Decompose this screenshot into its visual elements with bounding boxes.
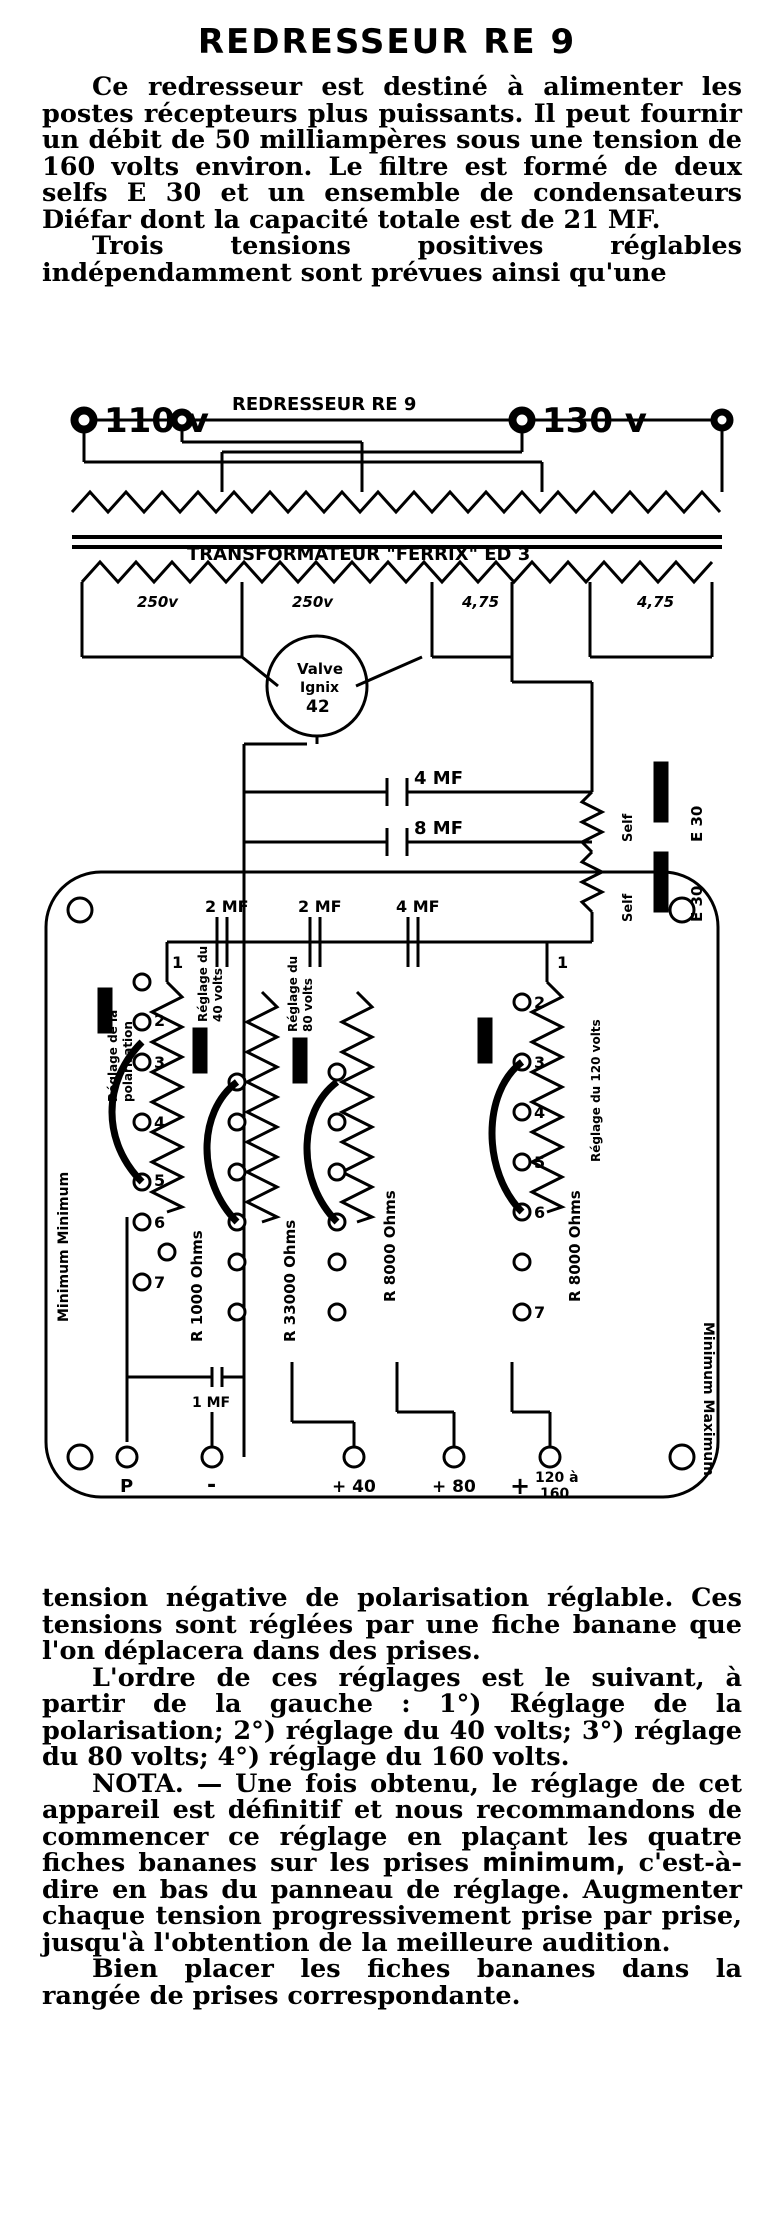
reg-40-line-1: Réglage du <box>196 946 210 1022</box>
winding-3-label: 4,75 <box>461 593 499 611</box>
outro-paragraph-4: Bien placer les fiches bananes dans la r… <box>42 1954 742 2011</box>
terminal-p-label: P <box>120 1476 133 1497</box>
reg-polar-line-2: polarisation <box>121 1021 135 1102</box>
intro-text: Ce redresseur est destiné à alimenter le… <box>42 74 742 286</box>
terminal-120-line-2: 160 <box>540 1486 569 1502</box>
minimum-emphasis: minimum, <box>482 1848 626 1878</box>
terminal-minus-label: - <box>207 1473 216 1498</box>
tap-number-6-col4: 6 <box>534 1203 545 1222</box>
self-2-label: Self <box>621 893 636 922</box>
capacitor-1mf-label: 1 MF <box>192 1395 230 1411</box>
minimum-label: Minimum Minimum <box>56 1172 72 1322</box>
capacitor-8mf-label: 8 MF <box>414 818 463 839</box>
reg-polar-line-1: Réglage de la <box>106 1010 120 1102</box>
tap-number-4-col1: 4 <box>154 1113 165 1132</box>
reg-120-label: Réglage du 120 volts <box>589 1019 603 1162</box>
nota-text-end: c'est-à-dire en bas du panneau de réglag… <box>42 1848 742 1958</box>
tap-number-5-col1: 5 <box>154 1171 165 1190</box>
outro-paragraph-3: NOTA. — Une fois obtenu, le réglage de c… <box>42 1768 742 1958</box>
intro-paragraph-2: Trois tensions positives réglables indép… <box>42 231 742 288</box>
intro-paragraph-1: Ce redresseur est destiné à alimenter le… <box>42 72 742 235</box>
valve-line-2: Ignix <box>300 680 339 696</box>
capacitor-2mf-b-label: 2 MF <box>298 897 342 916</box>
tap-number-2-col1: 2 <box>154 1011 165 1030</box>
self-1-type: E 30 <box>688 806 706 842</box>
capacitor-2mf-a-label: 2 MF <box>205 897 249 916</box>
capacitor-4mf-label: 4 MF <box>414 768 463 789</box>
tap-number-5-col4: 5 <box>534 1153 545 1172</box>
outro-paragraph-2: L'ordre de ces réglages est le suivant, … <box>42 1662 742 1772</box>
outro-text: tension négative de polarisation réglabl… <box>42 1585 742 2009</box>
outro-paragraph-1: tension négative de polarisation réglabl… <box>42 1583 742 1666</box>
reg-80-line-1: Réglage du <box>286 956 300 1032</box>
resistor-2-label: R 33000 Ohms <box>281 1220 299 1342</box>
terminal-40-label: + 40 <box>332 1477 376 1497</box>
page-title: REDRESSEUR RE 9 <box>197 22 577 62</box>
valve-line-3: 42 <box>306 697 330 717</box>
winding-2-label: 250v <box>292 593 334 611</box>
tap-number-7-col1: 7 <box>154 1273 165 1292</box>
resistor-4-label: R 8000 Ohms <box>566 1190 584 1302</box>
transformer-label: TRANSFORMATEUR "FERRIX" ED 3 <box>187 544 530 565</box>
resistor-3-label: R 8000 Ohms <box>381 1190 399 1302</box>
winding-1-label: 250v <box>137 593 179 611</box>
capacitor-4mf-b-label: 4 MF <box>396 897 440 916</box>
winding-4-label: 4,75 <box>636 593 674 611</box>
circuit-diagram: 110 v 130 v REDRESSEUR RE 9 TRANSFORMATE… <box>42 382 742 1582</box>
tap-number-4-col4: 4 <box>534 1103 545 1122</box>
nota-text: NOTA. — Une fois obtenu, le réglage de c… <box>42 1768 742 1878</box>
maximum-label: Minimum Maximum <box>700 1322 716 1476</box>
circuit-schematic: 110 v 130 v REDRESSEUR RE 9 TRANSFORMATE… <box>44 394 734 1502</box>
terminal-120-line-1: 120 à <box>535 1470 579 1486</box>
terminal-80-label: + 80 <box>432 1477 476 1497</box>
terminal-plus-label: + <box>510 1472 530 1500</box>
input-130v-label: 130 v <box>542 401 647 441</box>
tap-number-2-col4: 2 <box>534 993 545 1012</box>
self-1-label: Self <box>621 813 636 842</box>
tap-number-3-col4: 3 <box>534 1053 545 1072</box>
tap-number-1-col4: 1 <box>557 953 568 972</box>
input-110v-label: 110 v <box>104 401 209 441</box>
reg-80-line-2: 80 volts <box>301 978 315 1032</box>
valve-line-1: Valve <box>297 660 343 678</box>
tap-number-6-col1: 6 <box>154 1213 165 1232</box>
diagram-header-label: REDRESSEUR RE 9 <box>232 394 416 415</box>
resistor-1-label: R 1000 Ohms <box>188 1230 206 1342</box>
reg-40-line-2: 40 volts <box>211 968 225 1022</box>
self-2-type: E 30 <box>688 886 706 922</box>
tap-number-3-col1: 3 <box>154 1053 165 1072</box>
tap-number-7-col4: 7 <box>534 1303 545 1322</box>
tap-number-1-col1: 1 <box>172 953 183 972</box>
